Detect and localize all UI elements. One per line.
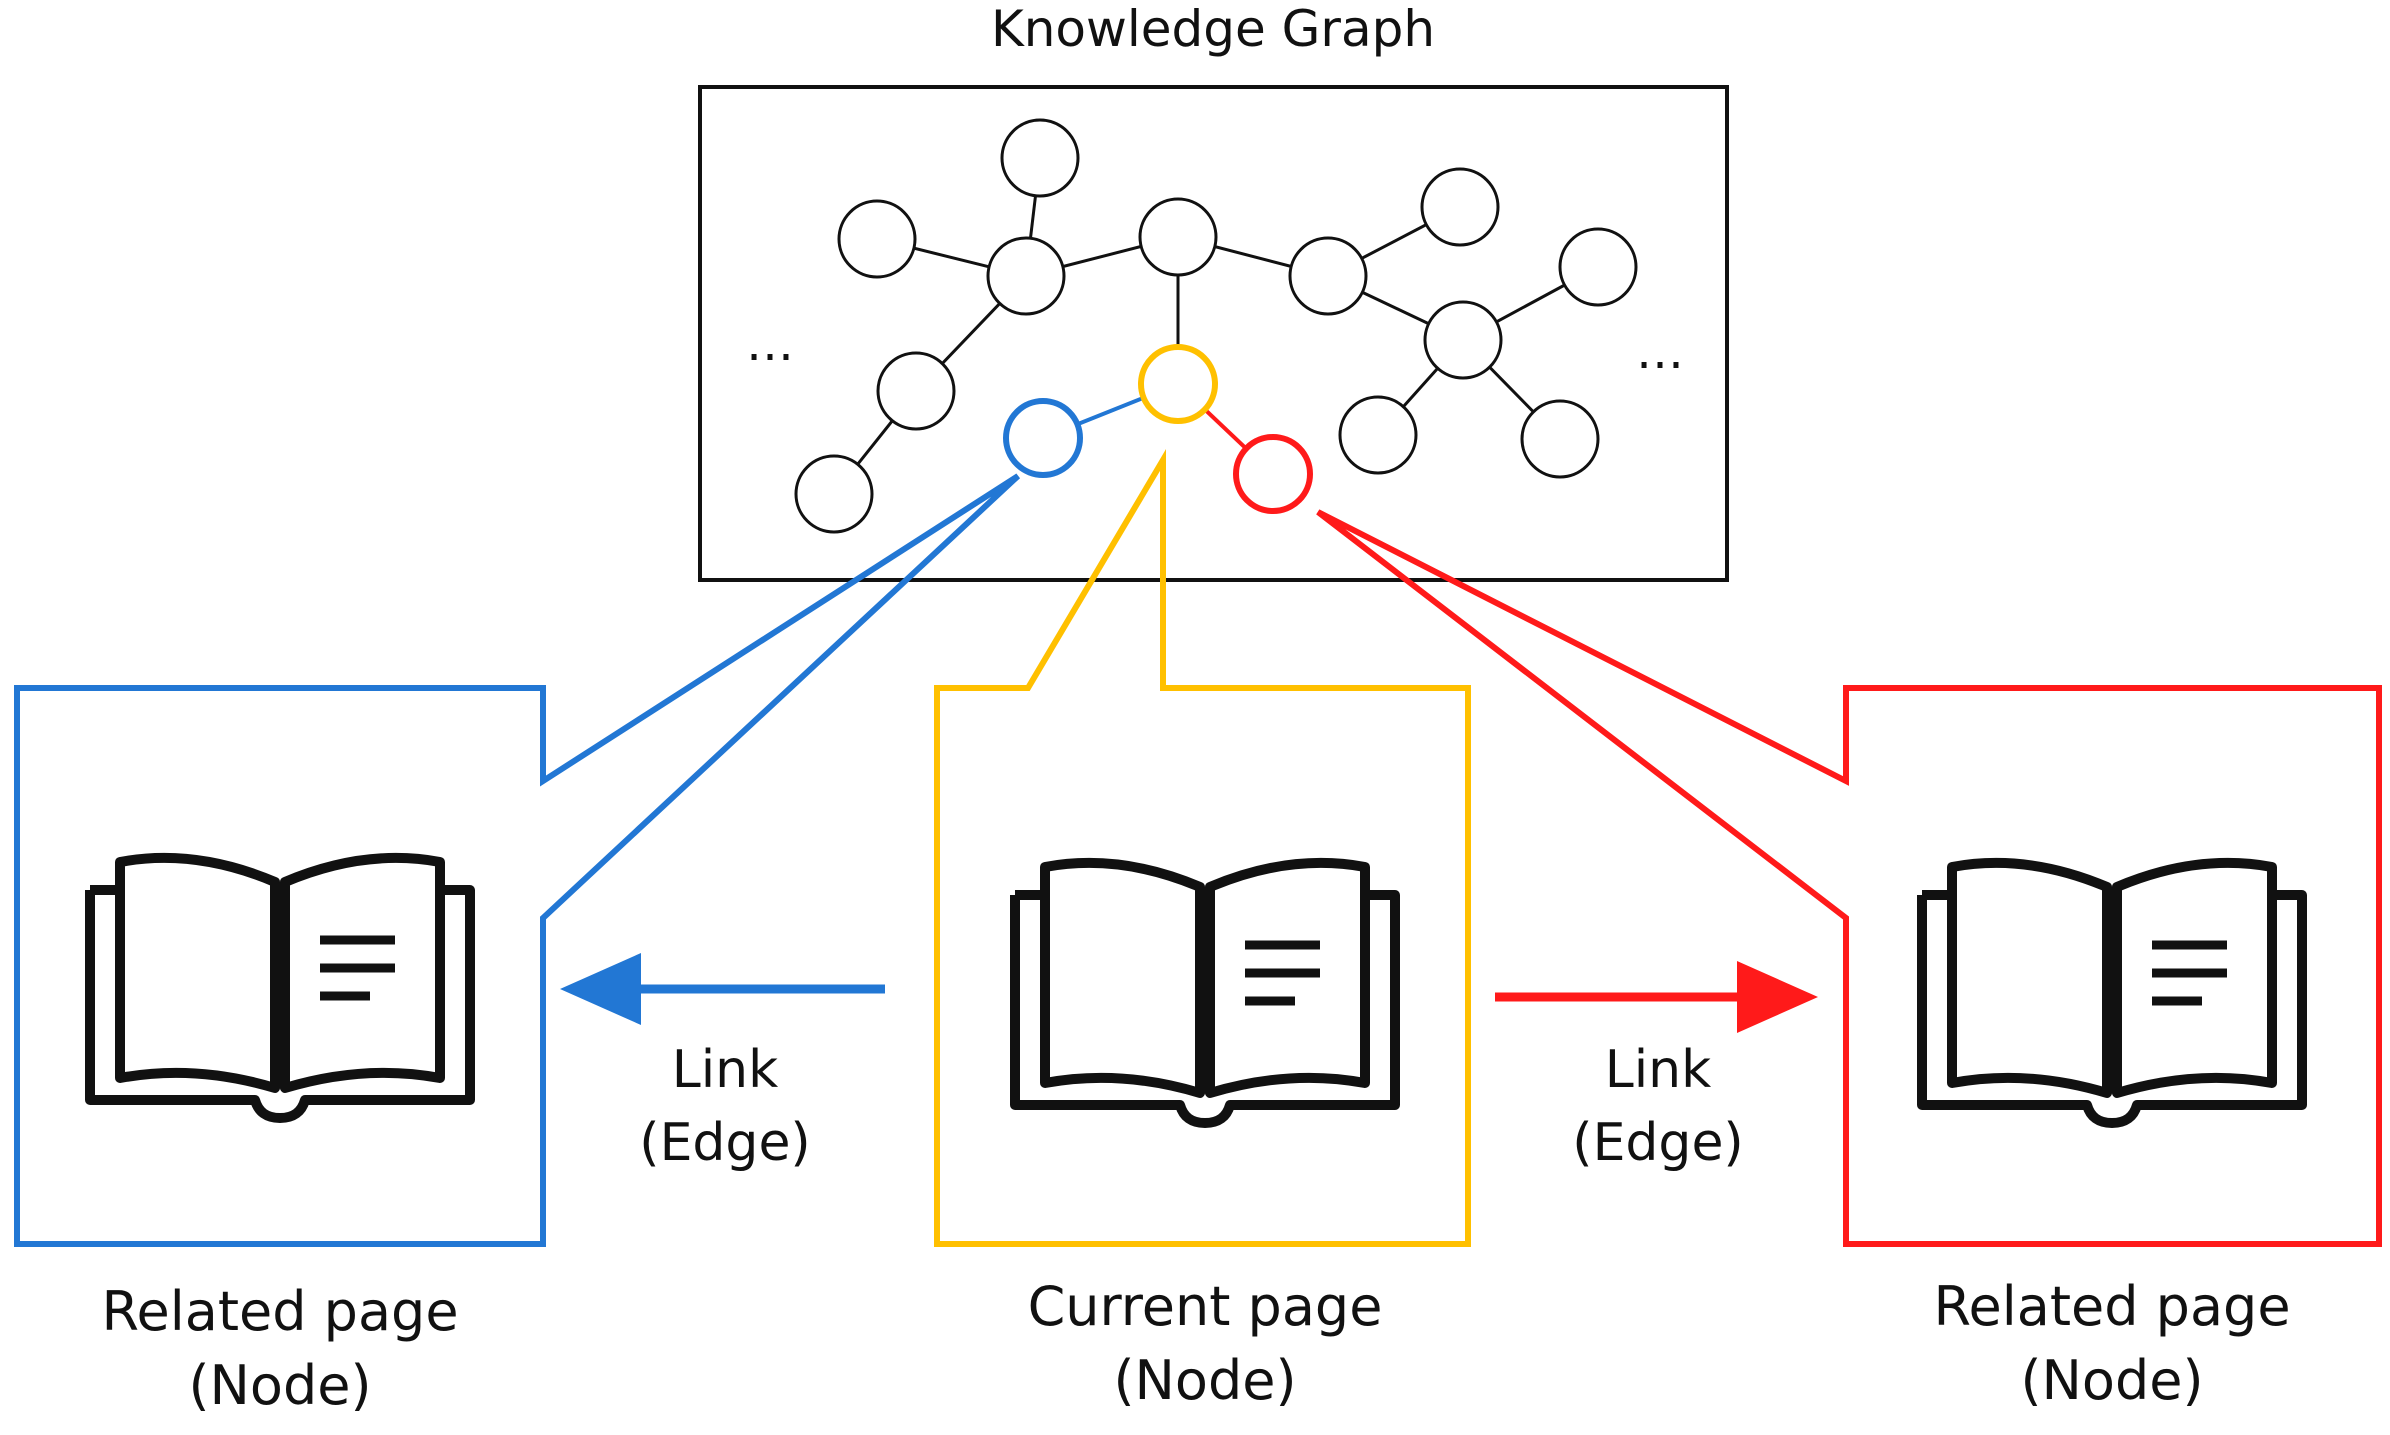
graph-ellipsis-right: … (1636, 324, 1684, 380)
related-page-right-label: Related page (1933, 1275, 2290, 1338)
related-page-right-node-label: (Node) (2020, 1349, 2203, 1412)
graph-nodes (794, 118, 1638, 534)
link-label-right: Link (1605, 1040, 1712, 1100)
yellow-graph-node (1138, 344, 1218, 424)
graph-node (794, 454, 874, 534)
graph-node (1000, 118, 1080, 198)
graph-node (1138, 197, 1218, 277)
related-page-left-node-label: (Node) (188, 1354, 371, 1417)
blue-graph-node (1003, 398, 1083, 478)
graph-node (1288, 236, 1368, 316)
related-page-right-callout (1316, 509, 2382, 1247)
graph-node (1520, 399, 1600, 479)
edge-label-right: (Edge) (1572, 1113, 1743, 1173)
red-graph-node (1233, 434, 1313, 514)
current-page-callout (934, 449, 1471, 1247)
open-book-icon (1922, 863, 2302, 1123)
current-page-label: Current page (1028, 1275, 1383, 1338)
graph-node (986, 236, 1066, 316)
related-page-left-label: Related page (101, 1280, 458, 1343)
graph-node (1423, 300, 1503, 380)
graph-title: Knowledge Graph (991, 0, 1435, 58)
open-book-icon (90, 858, 470, 1118)
graph-node (876, 351, 956, 431)
graph-node (837, 199, 917, 279)
edge-label-left: (Edge) (639, 1113, 810, 1173)
graph-node (1420, 167, 1500, 247)
link-label-left: Link (672, 1040, 779, 1100)
graph-node (1338, 395, 1418, 475)
open-book-icon (1015, 863, 1395, 1123)
current-page-node-label: (Node) (1113, 1349, 1296, 1412)
graph-node (1558, 227, 1638, 307)
graph-ellipsis-left: … (746, 316, 794, 372)
related-page-left-callout (14, 473, 1021, 1247)
